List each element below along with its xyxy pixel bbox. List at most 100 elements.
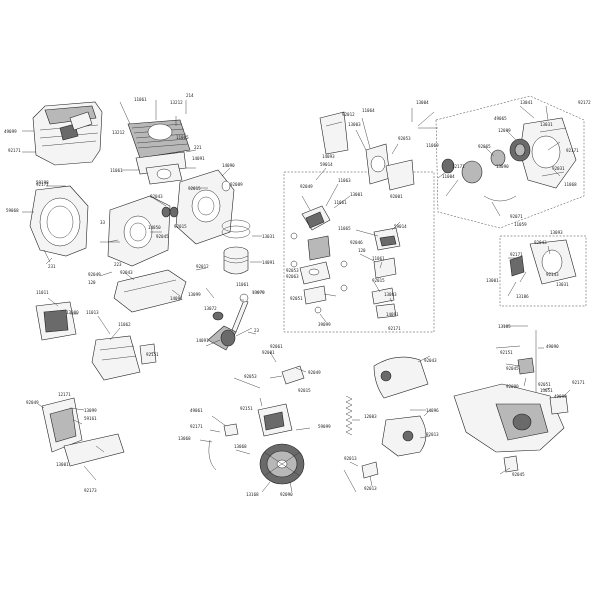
part-label: 11059 bbox=[514, 222, 527, 227]
part-label: 13083 bbox=[384, 292, 397, 297]
part-label: 14091 bbox=[192, 156, 205, 161]
part-label: 92171 bbox=[566, 148, 579, 153]
part-label: 92151 bbox=[500, 350, 513, 355]
spring bbox=[345, 395, 353, 436]
part-label: 59161 bbox=[84, 416, 97, 421]
part-label: 92046 bbox=[350, 240, 363, 245]
part-label: 92171 bbox=[190, 424, 203, 429]
part-label: 14050 bbox=[148, 225, 161, 230]
part-label: 14091 bbox=[196, 338, 209, 343]
part-label: 214 bbox=[186, 93, 194, 98]
part-label: 11013 bbox=[86, 310, 99, 315]
ignition-coil bbox=[208, 403, 293, 471]
air-filter bbox=[35, 301, 157, 381]
piston-rings bbox=[221, 219, 251, 239]
part-label: 11062 bbox=[118, 322, 131, 327]
part-label: 92049 bbox=[88, 272, 101, 277]
part-label: 49090 bbox=[546, 344, 559, 349]
clutch-housing bbox=[509, 239, 577, 285]
part-label: 92015 bbox=[188, 186, 201, 191]
part-label: 92043 bbox=[150, 194, 163, 199]
flywheel bbox=[259, 443, 305, 485]
carburetor bbox=[299, 205, 401, 319]
part-label: 12099 bbox=[498, 128, 511, 133]
part-label: 92015 bbox=[298, 388, 311, 393]
part-label: 92053 bbox=[286, 268, 299, 273]
fan-housing bbox=[29, 185, 89, 257]
part-label: 13090 bbox=[496, 164, 509, 169]
part-label: 13000 bbox=[66, 310, 79, 315]
gear-case bbox=[453, 383, 569, 473]
part-label: 92013 bbox=[344, 456, 357, 461]
part-label: 92172 bbox=[578, 100, 591, 105]
part-label: 13186 bbox=[516, 294, 529, 299]
part-label: 231 bbox=[48, 264, 56, 269]
gasket bbox=[145, 163, 183, 185]
part-label: 92061 bbox=[270, 344, 283, 349]
part-label: 49099 bbox=[4, 129, 17, 134]
part-label: 92171 bbox=[8, 148, 21, 153]
part-label: 92063 bbox=[286, 274, 299, 279]
part-label: 11061 bbox=[372, 256, 385, 261]
part-label: 92071 bbox=[510, 214, 523, 219]
part-label: 49099 bbox=[554, 394, 567, 399]
part-label: 92171 bbox=[510, 252, 523, 257]
part-label: 13003 bbox=[348, 122, 361, 127]
part-label: 11004 bbox=[442, 174, 455, 179]
part-label: 92045 bbox=[506, 366, 519, 371]
part-label: 92065 bbox=[478, 144, 491, 149]
carb-callouts bbox=[290, 232, 348, 314]
piston bbox=[223, 246, 249, 275]
part-label: 13031 bbox=[540, 122, 553, 127]
part-label: 13068 bbox=[234, 444, 247, 449]
part-label: 11061 bbox=[134, 97, 147, 102]
part-label: 12171 bbox=[58, 392, 71, 397]
part-label: 59068 bbox=[6, 208, 19, 213]
part-label: 14090 bbox=[222, 163, 235, 168]
part-label: 92043 bbox=[424, 358, 437, 363]
part-label: 92045 bbox=[512, 472, 525, 477]
part-label: 13004 bbox=[416, 100, 429, 105]
part-label: 92049 bbox=[26, 400, 39, 405]
blade-guard bbox=[373, 356, 429, 457]
clutch-box bbox=[499, 235, 587, 307]
spark-plug-cap bbox=[269, 365, 305, 385]
part-label: 92051 bbox=[538, 382, 551, 387]
throttle-plate bbox=[319, 111, 415, 191]
part-label: 13099 bbox=[188, 292, 201, 297]
part-label: 223 bbox=[114, 262, 122, 267]
part-label: 13051 bbox=[540, 388, 553, 393]
cylinder bbox=[127, 119, 191, 175]
part-label: 92012 bbox=[342, 112, 355, 117]
part-label: 13212 bbox=[170, 100, 183, 105]
part-label: 13001 bbox=[56, 462, 69, 467]
part-label: 92171 bbox=[36, 182, 49, 187]
part-label: 92012 bbox=[196, 264, 209, 269]
base-plate bbox=[113, 269, 187, 313]
part-label: 92151 bbox=[146, 352, 159, 357]
part-label: 13041 bbox=[520, 100, 533, 105]
part-label: 14091 bbox=[262, 260, 275, 265]
muffler bbox=[41, 397, 125, 467]
hardware bbox=[43, 127, 438, 493]
crankcase bbox=[107, 169, 235, 267]
part-label: 33 bbox=[100, 220, 106, 225]
part-label: 92013 bbox=[364, 486, 377, 491]
part-label: 92043 bbox=[120, 270, 133, 275]
part-label: 92173 bbox=[84, 488, 97, 493]
part-label: 92031 bbox=[552, 166, 565, 171]
part-label: 14091 bbox=[386, 312, 399, 317]
part-label: 92015 bbox=[174, 224, 187, 229]
part-label: 92151 bbox=[240, 406, 253, 411]
part-label: 13068 bbox=[178, 436, 191, 441]
part-label: 13212 bbox=[112, 130, 125, 135]
bearings bbox=[161, 180, 231, 218]
part-label: 14096 bbox=[426, 408, 439, 413]
part-label: 92015 bbox=[372, 278, 385, 283]
part-label: 14091 bbox=[170, 296, 183, 301]
part-label: 92171 bbox=[572, 380, 585, 385]
part-label: 59014 bbox=[320, 162, 333, 167]
part-label: 92001 bbox=[390, 194, 403, 199]
part-label: 92053 bbox=[244, 374, 257, 379]
